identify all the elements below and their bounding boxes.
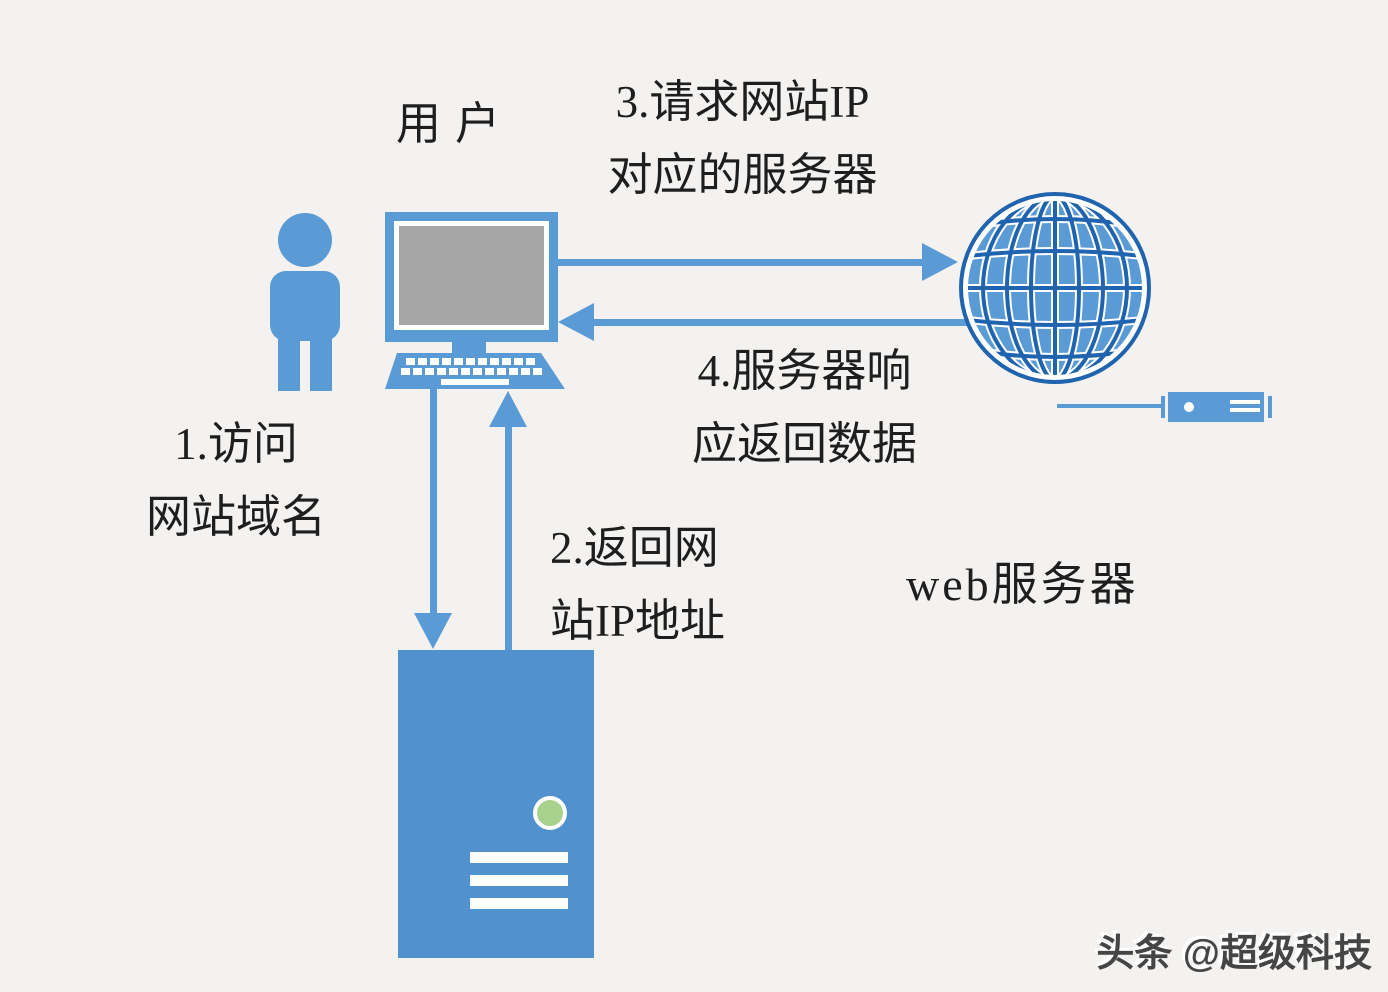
step4-line2: 应返回数据 [691,419,917,469]
router-vent-line [1230,408,1260,412]
keyboard-icon [385,353,565,389]
globe-icon [959,192,1151,384]
step1-arrowhead-icon [414,613,452,649]
step2-label: 2.返回网 站IP地址 [550,512,725,658]
router-icon [1168,392,1264,422]
server-vent-stripe [470,875,568,886]
router-cable [1057,404,1161,408]
step3-arrowhead-icon [922,243,958,281]
step3-line1: 3.请求网站IP [615,77,870,127]
step2-line2: 站IP地址 [550,596,726,646]
router-vent-line [1230,400,1260,404]
step1-line1: 1.访问 [174,419,298,469]
step4-arrowhead-icon [558,303,594,341]
server-vent-stripe [470,898,568,909]
step3-arrow-shaft [558,259,926,266]
router-right-bar [1268,396,1272,418]
server-vent-stripe [470,852,568,863]
step2-arrowhead-icon [489,391,527,427]
step2-arrow-shaft [505,425,512,652]
server-led [533,796,567,830]
step4-arrow-shaft [590,319,970,326]
step3-line2: 对应的服务器 [607,150,878,200]
step1-label: 1.访问 网站域名 [122,408,350,554]
computer-monitor-icon [385,212,558,342]
step2-line1: 2.返回网 [550,523,719,573]
server-tower-icon [398,650,594,958]
router-left-bar [1161,396,1165,418]
computer-screen [394,221,549,330]
web-server-label: web服务器 [906,559,1139,610]
step4-label: 4.服务器响 应返回数据 [662,335,947,481]
user-label: 用户 [396,99,515,149]
step3-label: 3.请求网站IP 对应的服务器 [565,66,920,212]
step4-line1: 4.服务器响 [697,346,912,396]
step1-arrow-shaft [430,389,437,617]
step1-line2: 网站域名 [145,492,326,542]
watermark: 头条 @超级科技 [1096,933,1372,975]
router-led [1184,402,1194,412]
person-icon [270,213,340,391]
